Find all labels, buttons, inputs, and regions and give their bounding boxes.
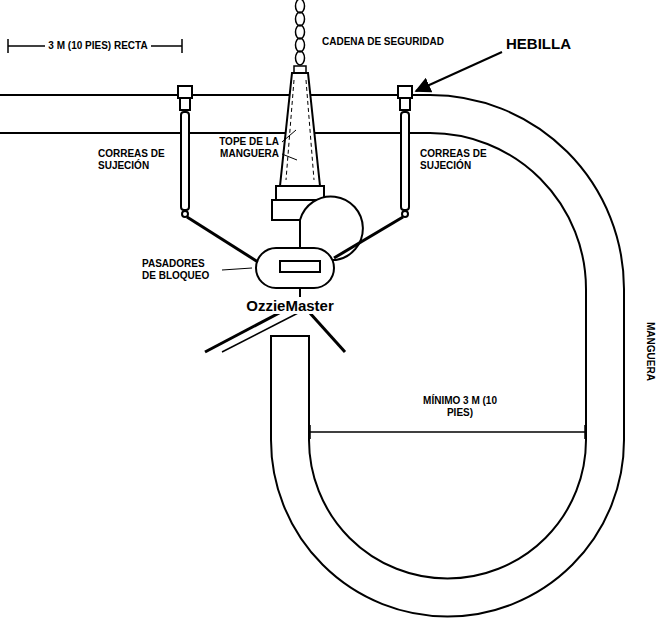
strap-label: CORREAS DE SUJECIÓN xyxy=(420,148,496,172)
safety-chain xyxy=(294,0,306,73)
hose-fill xyxy=(0,114,605,598)
locking-pin-label: PASADORES DE BLOQUEO xyxy=(142,258,220,282)
min-loop-label: MÍNIMO 3 M (10 PIES) xyxy=(410,395,510,419)
straight-length-label: 3 M (10 PIES) RECTA xyxy=(45,40,150,52)
chain-label: CADENA DE SEGURIDAD xyxy=(322,36,472,48)
coupling xyxy=(256,196,363,300)
hose-label: MANGUERA xyxy=(644,322,656,381)
hose-stop-label: TOPE DE LA MANGUERA xyxy=(203,136,279,160)
hold-down-straps xyxy=(178,86,412,270)
loop-dimension xyxy=(310,425,585,439)
buckle-label: HEBILLA xyxy=(506,35,616,52)
buckle-arrow xyxy=(416,52,502,91)
brand-logo: OzzieMaster xyxy=(243,297,337,314)
straight-dimension xyxy=(8,39,182,53)
strap-label: CORREAS DE SUJECIÓN xyxy=(98,148,174,172)
